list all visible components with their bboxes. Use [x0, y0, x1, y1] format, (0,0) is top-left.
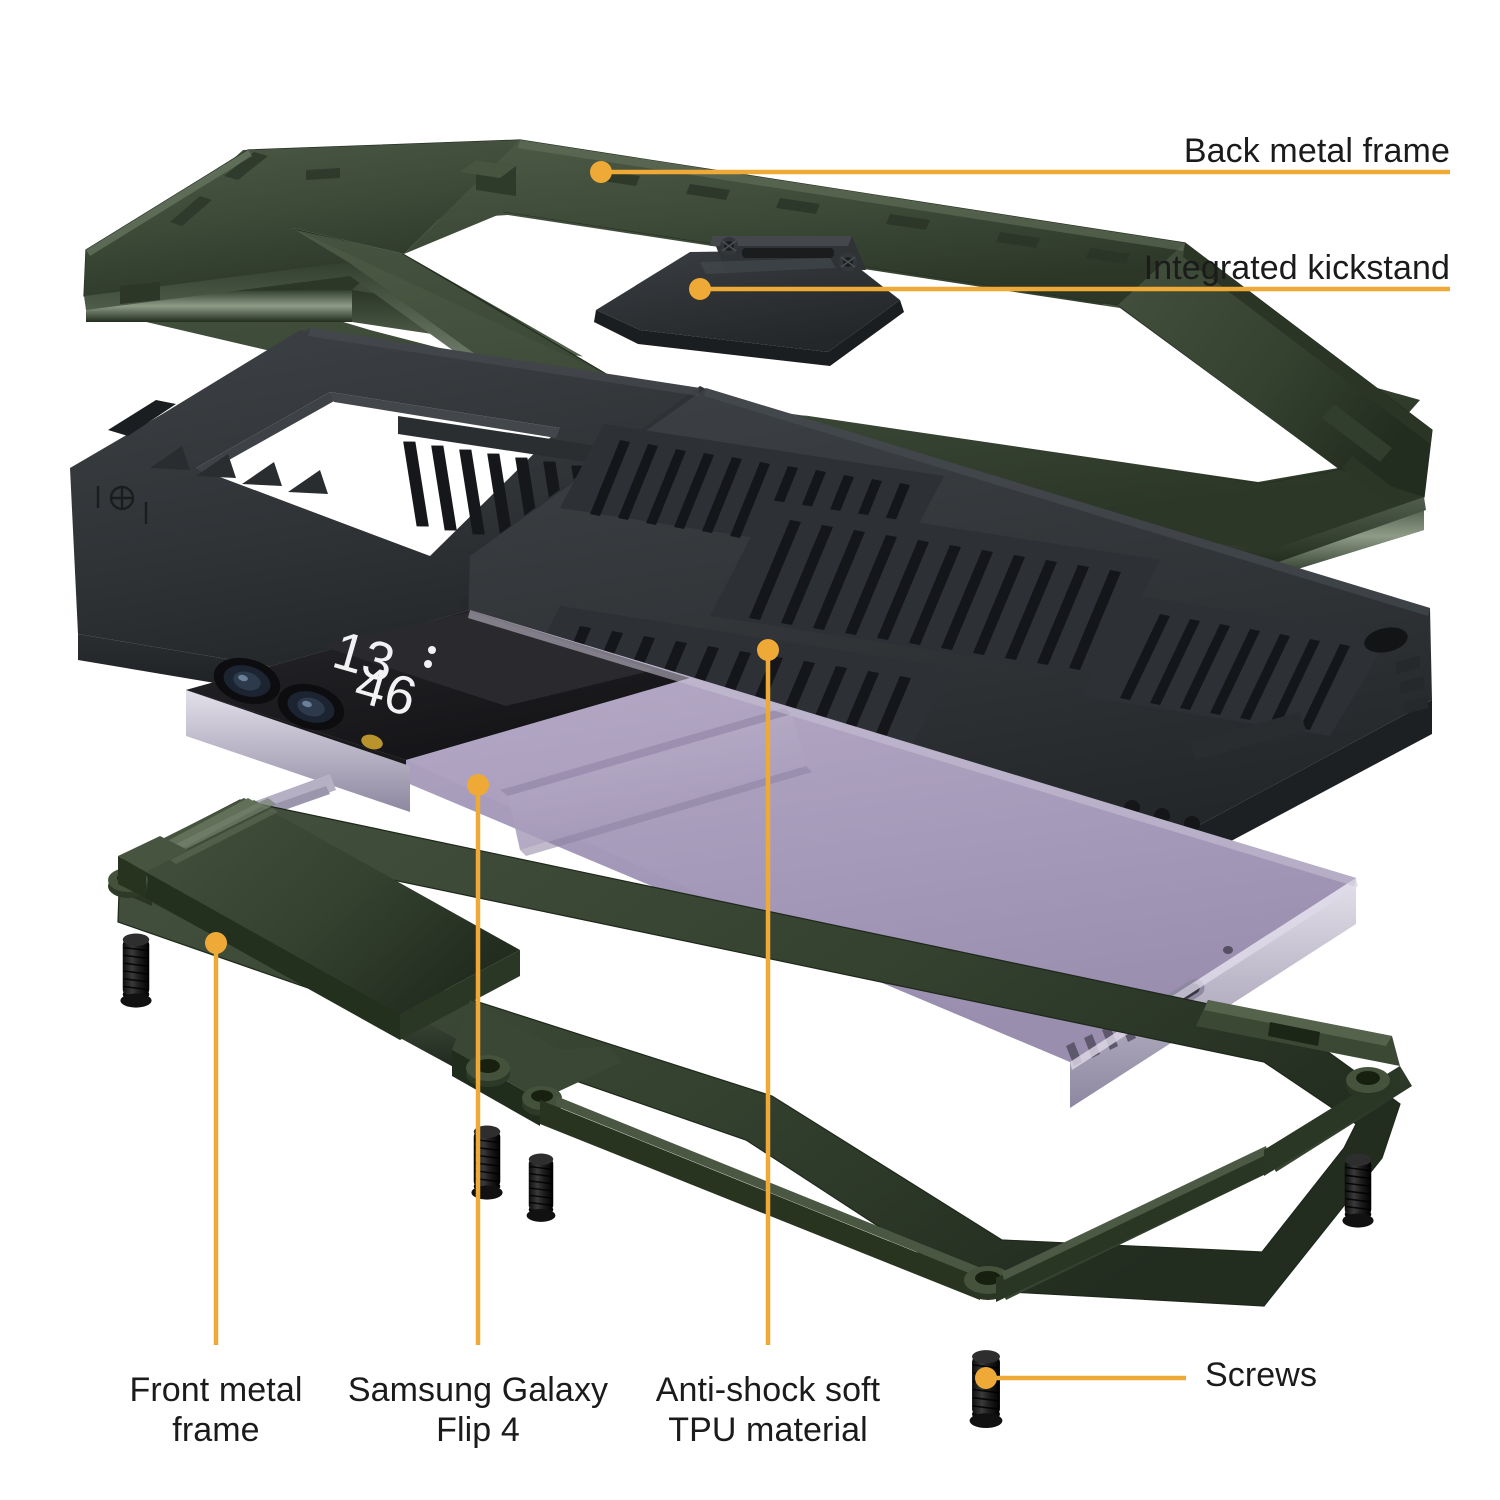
label-front-metal-frame: Front metal frame	[129, 1371, 303, 1449]
dot-samsung-galaxy-flip-4	[467, 774, 489, 796]
label-back-metal-frame: Back metal frame	[1183, 132, 1450, 170]
label-anti-shock-tpu: Anti-shock soft TPU material	[655, 1371, 881, 1449]
phone-part: 13 46	[186, 610, 1358, 1108]
dot-front-metal-frame	[205, 932, 227, 954]
integrated-kickstand-part	[594, 236, 904, 366]
label-screws: Screws	[1205, 1356, 1318, 1394]
dot-back-metal-frame	[590, 161, 612, 183]
dot-anti-shock-tpu	[757, 639, 779, 661]
front-metal-frame-part	[108, 798, 1412, 1307]
callout-dots	[205, 161, 997, 1389]
label-samsung-galaxy-flip-4: Samsung Galaxy Flip 4	[347, 1371, 609, 1449]
dot-screws	[975, 1367, 997, 1389]
label-integrated-kickstand: Integrated kickstand	[1143, 249, 1450, 287]
dot-integrated-kickstand	[689, 278, 711, 300]
callout-leader-lines	[213, 169, 1450, 1381]
